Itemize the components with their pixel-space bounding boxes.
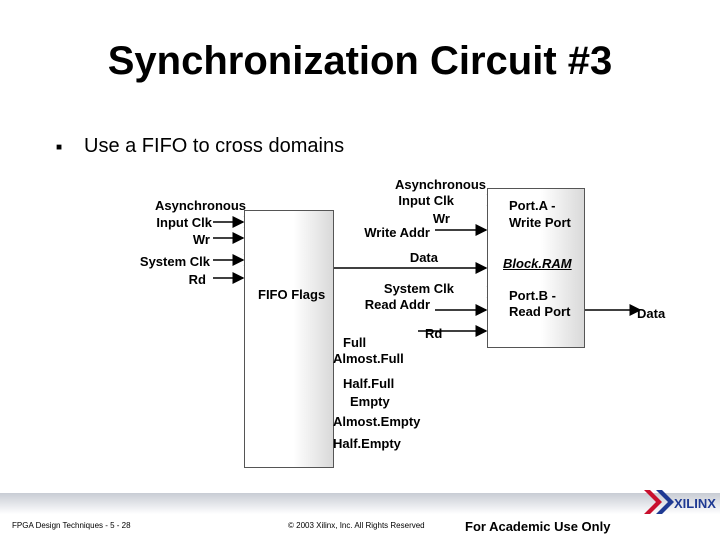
read-addr-label: Read Addr <box>364 297 430 312</box>
port-a-label: Port.A - <box>509 198 556 213</box>
bullet-text: Use a FIFO to cross domains <box>84 135 345 157</box>
block-ram-name: Block.RAM <box>503 256 572 271</box>
port-b-label: Port.B - <box>509 288 556 303</box>
xilinx-logo-icon: XILINX <box>644 490 716 514</box>
flag-full: Full <box>343 335 367 350</box>
port-b-sub-label: Read Port <box>509 304 571 319</box>
bullet-dot: ■ <box>56 142 63 153</box>
flag-empty: Empty <box>350 394 390 409</box>
flag-half-full: Half.Full <box>343 376 395 391</box>
fifo-input-clk-label: Input Clk <box>156 215 212 230</box>
footer-course: FPGA Design Techniques - 5 - 28 <box>12 521 131 530</box>
flag-almost-full: Almost.Full <box>333 351 404 366</box>
fifo-async-label: Asynchronous <box>154 198 246 213</box>
fifo-box <box>244 210 334 468</box>
fifo-flags-label: FIFO Flags <box>258 287 326 302</box>
flag-half-empty: Half.Empty <box>333 436 401 451</box>
fifo-wr-label: Wr <box>192 232 210 247</box>
output-data-label: Data <box>637 306 666 321</box>
data-label: Data <box>409 250 438 265</box>
port-a-sub-label: Write Port <box>509 215 571 230</box>
ram-wr-label: Wr <box>432 211 450 226</box>
xilinx-logo: XILINX <box>640 484 718 520</box>
footer-bar <box>0 493 720 540</box>
svg-text:XILINX: XILINX <box>674 496 716 511</box>
fifo-rd-label: Rd <box>188 272 206 287</box>
rd-label: Rd <box>425 326 443 341</box>
read-system-clk-label: System Clk <box>383 281 454 296</box>
slide-title: Synchronization Circuit #3 <box>107 39 613 83</box>
write-addr-label: Write Addr <box>364 225 430 240</box>
ram-input-clk-label: Input Clk <box>398 193 454 208</box>
footer-academic: For Academic Use Only <box>465 519 611 534</box>
fifo-system-clk-label: System Clk <box>139 254 210 269</box>
block-ram-box <box>487 188 585 348</box>
ram-async-label: Asynchronous <box>394 177 486 192</box>
flag-almost-empty: Almost.Empty <box>333 414 421 429</box>
footer-copyright: © 2003 Xilinx, Inc. All Rights Reserved <box>288 521 425 530</box>
